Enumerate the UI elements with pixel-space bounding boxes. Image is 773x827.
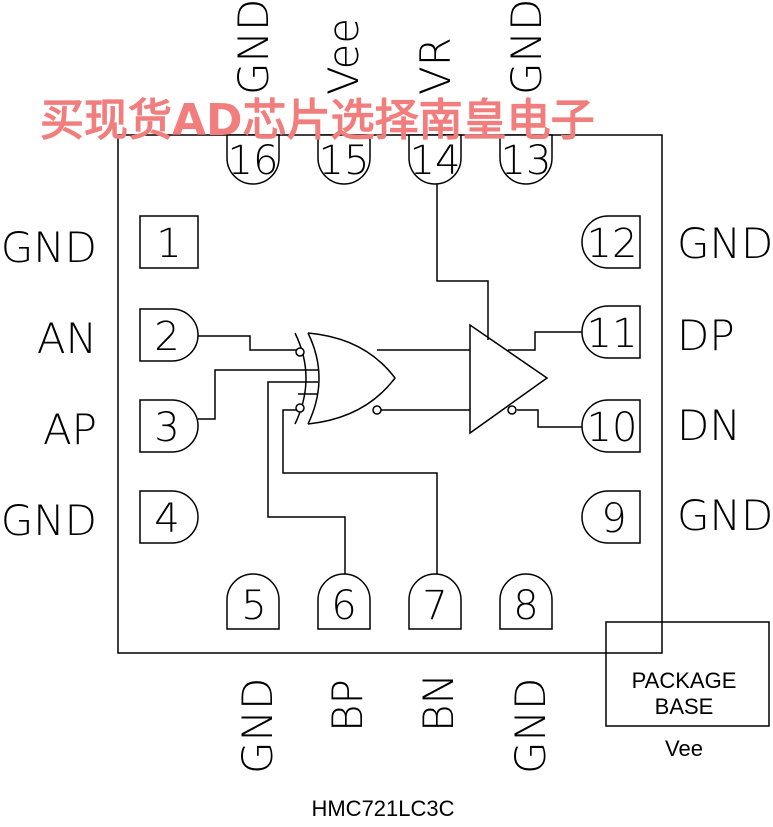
pin-7: 7: [408, 573, 462, 630]
pin-4-name: GND: [1, 496, 97, 545]
buffer-output-bubble: [507, 405, 517, 415]
pin-9: 9: [581, 490, 641, 544]
xor-input-bubble-top: [295, 347, 305, 357]
part-number-caption: HMC721LC3C: [311, 796, 454, 821]
pin-6-name: BP: [323, 679, 372, 732]
pin-2-number: 2: [154, 314, 179, 360]
pin-10-number: 10: [587, 405, 638, 451]
internal-wiring: [198, 182, 583, 582]
pin-3-number: 3: [154, 405, 179, 451]
pin-15-number: 15: [319, 138, 370, 184]
pin-14-number: 14: [410, 138, 461, 184]
package-base-net-label: Vee: [665, 736, 703, 761]
watermark-text: 买现货AD芯片选择南皇电子: [40, 95, 595, 146]
pin-16-number: 16: [228, 138, 279, 184]
xor-gate: [294, 332, 396, 425]
pin-5-number: 5: [241, 583, 266, 629]
pin-12-name: GND: [677, 219, 773, 268]
pin-11-name: DP: [677, 311, 735, 360]
pin-9-name: GND: [677, 491, 773, 540]
pin-2: 2: [139, 308, 199, 362]
pin-11: 11: [581, 305, 641, 359]
package-base-label-line1: PACKAGE: [632, 668, 737, 693]
pin-13-number: 13: [501, 138, 552, 184]
pin-14-name: VR: [411, 37, 460, 95]
pin-13: 13: [499, 134, 553, 185]
xor-output-bubble: [372, 405, 382, 415]
pin-15: 15: [317, 134, 371, 185]
pin-16: 16: [226, 134, 280, 185]
output-buffer: [469, 323, 549, 435]
pin-7-number: 7: [422, 583, 447, 629]
package-base-box: [605, 621, 770, 727]
pin-10: 10: [581, 399, 641, 453]
package-base-label-line2: BASE: [655, 694, 714, 719]
package-body: [117, 134, 663, 654]
pin-5: 5: [226, 573, 280, 630]
pin-6-number: 6: [331, 583, 356, 629]
xor-input-bubble-bottom: [295, 403, 305, 413]
pin-3: 3: [139, 399, 199, 453]
pin-8: 8: [499, 573, 553, 630]
pin-4-number: 4: [154, 496, 179, 542]
pin-16-name: GND: [229, 0, 278, 95]
pin-14: 14: [408, 134, 462, 185]
pin-13-name: GND: [502, 0, 551, 95]
pin-8-number: 8: [513, 583, 538, 629]
pin-7-name: BN: [414, 673, 463, 732]
pin-2-name: AN: [37, 314, 97, 363]
pin-10-name: DN: [677, 401, 741, 450]
pin-5-name: GND: [233, 678, 282, 774]
pin-15-name: Vee: [319, 18, 368, 95]
pin-1-name: GND: [1, 223, 97, 272]
pin-3-name: AP: [43, 405, 97, 454]
pin-1: 1: [139, 215, 199, 269]
pin-9-number: 9: [601, 496, 626, 542]
pin-11-number: 11: [587, 311, 638, 357]
pin-12-number: 12: [587, 221, 638, 267]
pin-1-number: 1: [156, 221, 181, 267]
pin-8-name: GND: [506, 678, 555, 774]
pin-12: 12: [581, 215, 641, 269]
pin-4: 4: [139, 490, 199, 544]
pin-6: 6: [317, 573, 371, 630]
